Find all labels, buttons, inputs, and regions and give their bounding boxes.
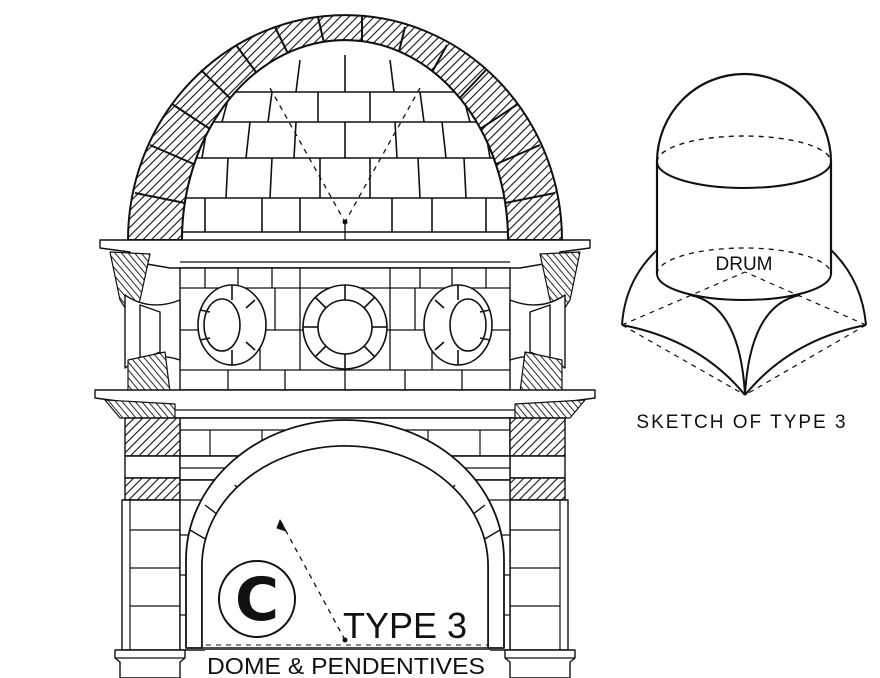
sketch-plan-outline xyxy=(621,271,867,396)
right-base xyxy=(504,649,576,678)
drum-windows xyxy=(197,284,493,370)
type-label: TYPE 3 xyxy=(343,605,467,646)
upper-cornice xyxy=(99,239,591,269)
sketch-caption: SKETCH OF TYPE 3 xyxy=(636,412,847,433)
sketch-dome-cap xyxy=(655,72,833,163)
side-niches xyxy=(124,294,566,369)
right-pier xyxy=(509,499,569,651)
sketch-pendentives xyxy=(621,249,867,396)
left-pier-section xyxy=(124,417,181,457)
drum-label: DRUM xyxy=(716,254,773,275)
type3-sketch: DRUM SKETCH OF TYPE 3 xyxy=(621,72,867,433)
left-base xyxy=(114,649,186,678)
left-pier xyxy=(121,499,181,651)
plate-letter-circle xyxy=(218,560,296,638)
elevation-drawing: C TYPE 3 DOME & PENDENTIVES xyxy=(94,14,596,678)
sketch-drum-base xyxy=(656,273,832,301)
plate-letter: C xyxy=(235,565,279,635)
right-pier-section xyxy=(509,417,566,457)
figure-caption: DOME & PENDENTIVES xyxy=(207,653,485,678)
